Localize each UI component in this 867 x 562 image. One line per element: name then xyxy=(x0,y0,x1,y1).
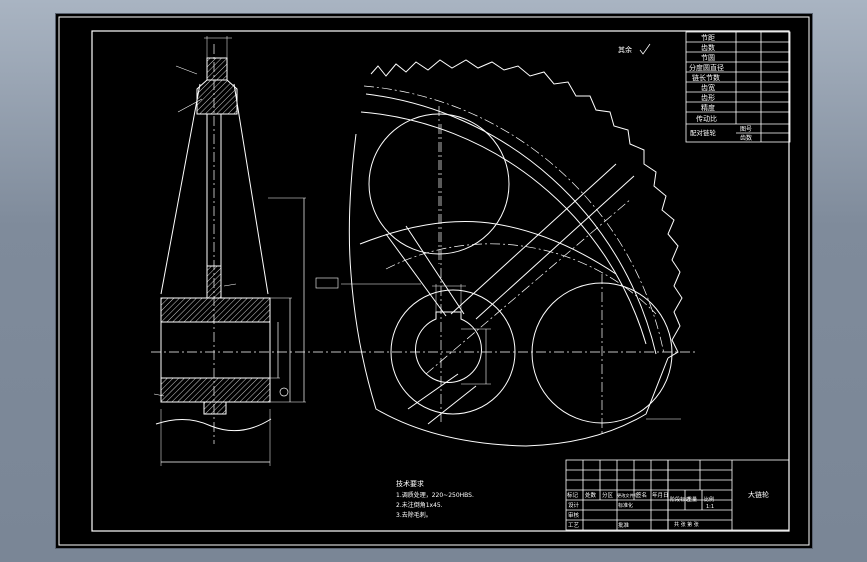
tech-req-heading: 技术要求 xyxy=(396,479,424,488)
param-table xyxy=(685,31,791,143)
tb-scale: 1:1 xyxy=(706,504,714,510)
tb-batch-label: 阶段标记 xyxy=(670,496,690,503)
param-label: 齿形 xyxy=(701,94,715,102)
param-label: 节距 xyxy=(701,34,715,42)
param-label: 节圆 xyxy=(701,54,715,62)
param-label: 链长节数 xyxy=(692,73,720,82)
tb-row-label: 工艺 xyxy=(568,522,580,529)
inner-border xyxy=(91,30,790,532)
param-label: 齿宽 xyxy=(701,83,715,92)
tb-sheet-info: 共 张 第 张 xyxy=(674,521,699,528)
drawing-title: 大链轮 xyxy=(748,490,769,499)
tech-req-item: 3.去除毛刺。 xyxy=(396,511,432,519)
param-label: 配对链轮 xyxy=(690,128,717,137)
param-table-labels: 节距 齿数 节圆 分度圆直径 链长节数 齿宽 齿形 精度 传动比 配对链轮 图号… xyxy=(689,34,752,142)
tb-cell: 分区 xyxy=(602,491,614,499)
roughness-note-text: 其余 xyxy=(618,45,632,54)
tb-cell: 签名 xyxy=(636,491,647,499)
param-label: 传动比 xyxy=(696,114,717,123)
param-sub-label: 图号 xyxy=(740,126,752,133)
param-label: 分度圆直径 xyxy=(689,63,724,72)
tb-row-label: 审核 xyxy=(568,511,580,519)
tb-cell: 年月日 xyxy=(652,491,669,499)
side-section-view xyxy=(151,36,356,466)
roughness-symbol-icon xyxy=(639,43,651,55)
tb-cell: 处数 xyxy=(585,491,597,499)
tech-requirements: 技术要求 1.调质处理，220~250HBS. 2.未注倒角1x45. 3.去除… xyxy=(396,479,474,519)
outer-border xyxy=(58,16,810,546)
tb-cell: 标记 xyxy=(567,491,579,499)
title-block-text: 标记 处数 分区 更改文件号 签名 年月日 设计 标准化 审核 工艺 批准 阶段… xyxy=(567,490,769,529)
tb-batch-label: 比例 xyxy=(704,496,714,503)
tb-row-label: 批准 xyxy=(618,521,630,529)
param-label: 齿数 xyxy=(701,43,715,52)
title-block xyxy=(565,459,790,531)
tb-cell: 更改文件号 xyxy=(617,492,638,499)
drawing-canvas[interactable]: 其余 节距 齿数 节圆 xyxy=(56,14,812,548)
front-view-sprocket xyxy=(315,59,696,447)
tech-req-item: 2.未注倒角1x45. xyxy=(396,501,443,509)
tech-req-item: 1.调质处理，220~250HBS. xyxy=(396,491,474,499)
param-sub-label: 齿数 xyxy=(740,134,752,142)
roughness-note: 其余 xyxy=(618,43,651,55)
param-label: 精度 xyxy=(701,103,715,112)
drawing-sheet: 其余 节距 齿数 节圆 xyxy=(58,16,810,546)
tb-row-label: 设计 xyxy=(568,501,580,509)
tb-row-label: 标准化 xyxy=(618,502,633,509)
tb-batch-label: 重量 xyxy=(687,496,697,503)
